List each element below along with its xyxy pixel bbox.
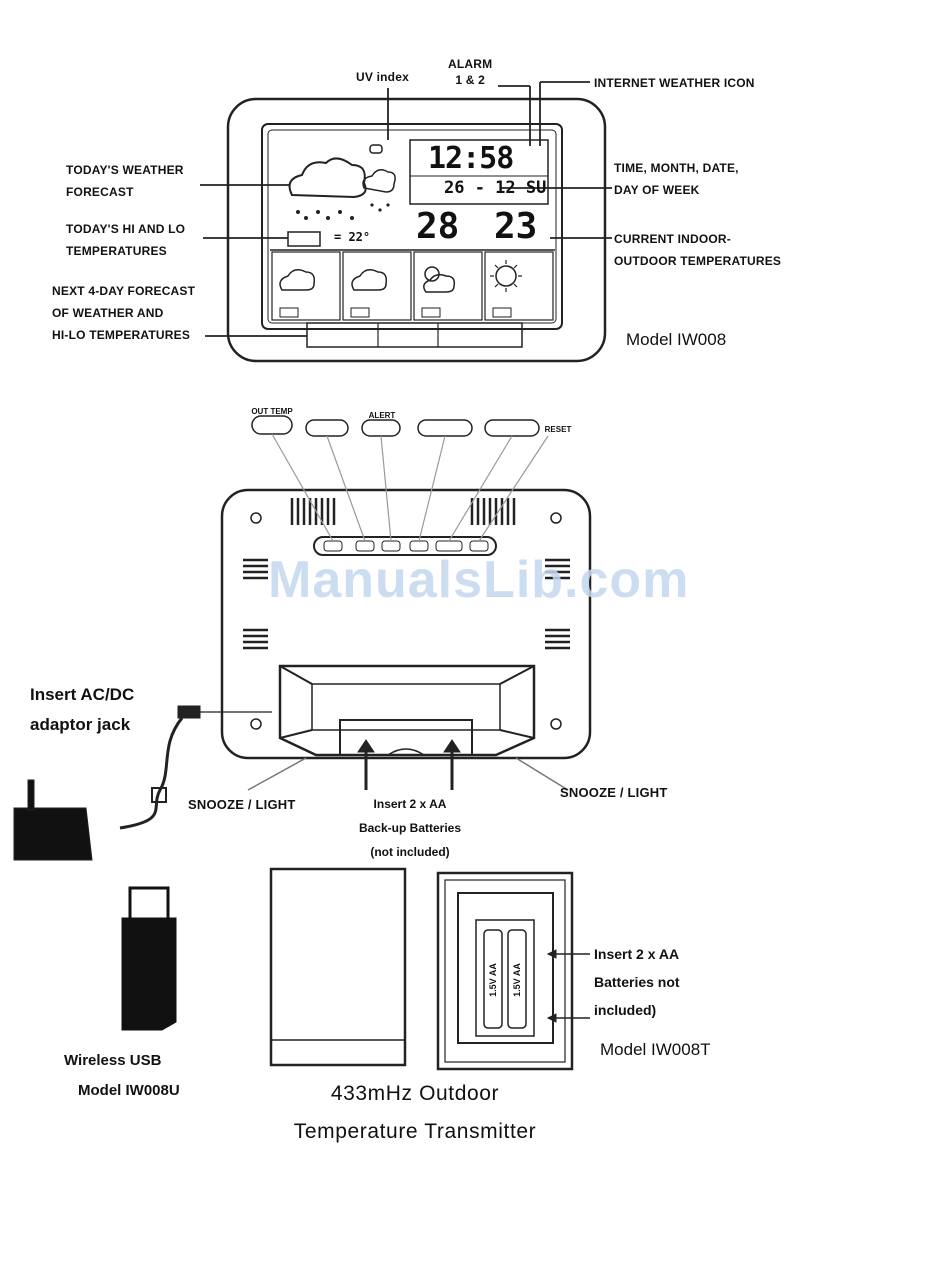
lcd-outdoor-temp: 23 xyxy=(494,206,538,247)
insert-jack-line-2: adaptor jack xyxy=(30,715,131,734)
time-date-line-2: DAY OF WEEK xyxy=(614,183,700,197)
weather-station-front xyxy=(226,97,607,363)
internet-icon-callout: INTERNET WEATHER ICON xyxy=(594,76,755,90)
battery-cell-1-label: 1.5V AA xyxy=(488,963,498,997)
hi-lo-line-2: TEMPERATURES xyxy=(66,244,167,258)
next-4day-line-2: OF WEATHER AND xyxy=(52,306,164,320)
backup-batteries-label: Insert 2 x AA Back-up Batteries (not inc… xyxy=(330,792,490,864)
indoor-outdoor-line-1: CURRENT INDOOR- xyxy=(614,232,731,246)
transmitter-model: Model IW008T xyxy=(600,1040,711,1059)
todays-forecast-line-1: TODAY'S WEATHER xyxy=(66,163,184,177)
adaptor-and-arrows xyxy=(13,705,569,861)
lcd-hi-lo: = 22° xyxy=(334,230,371,244)
todays-forecast-callout: TODAY'S WEATHER FORECAST xyxy=(66,159,184,203)
watermark: ManualsLib.com xyxy=(268,551,690,609)
backup-batteries-line-2: Back-up Batteries xyxy=(358,821,462,835)
next-4day-line-3: HI-LO TEMPERATURES xyxy=(52,328,191,342)
next-4day-line-1: NEXT 4-DAY FORECAST xyxy=(52,284,196,298)
indoor-outdoor-line-2: OUTDOOR TEMPERATURES xyxy=(614,254,782,268)
indoor-outdoor-callout: CURRENT INDOOR- OUTDOOR TEMPERATURES xyxy=(614,228,781,272)
usb-dongle-shape xyxy=(121,886,177,1031)
usb-label-line-2: Model IW008U xyxy=(78,1082,180,1099)
out-temp-button-label: OUT TEMP xyxy=(251,407,293,416)
backup-batteries-line-3: (not included) xyxy=(370,845,450,859)
insert-jack-label: Insert AC/DC adaptor jack xyxy=(30,680,134,740)
transmitter-shapes xyxy=(269,867,590,1071)
next-4day-callout: NEXT 4-DAY FORECAST OF WEATHER AND HI-LO… xyxy=(52,280,195,346)
transmitter-caption-line-1: 433mHz Outdoor xyxy=(330,1082,500,1105)
time-date-line-1: TIME, MONTH, DATE, xyxy=(614,161,739,175)
lcd-indoor-temp: 28 xyxy=(416,206,460,247)
usb-label-line-1: Wireless USB xyxy=(64,1052,162,1069)
todays-forecast-line-2: FORECAST xyxy=(66,185,134,199)
snooze-left-label: SNOOZE / LIGHT xyxy=(188,797,296,812)
hi-lo-callout: TODAY'S HI AND LO TEMPERATURES xyxy=(66,218,185,262)
alert-button-label: ALERT xyxy=(368,411,396,420)
reset-button-label: RESET xyxy=(544,425,572,434)
station-model: Model IW008 xyxy=(626,330,727,349)
battery-cell-2-label: 1.5V AA xyxy=(512,963,522,997)
transmitter-caption-line-2: Temperature Transmitter xyxy=(293,1120,537,1143)
station-back xyxy=(220,488,592,760)
snooze-right-label: SNOOZE / LIGHT xyxy=(560,785,668,800)
alarm-callout: ALARM 1 & 2 xyxy=(448,56,492,88)
back-button-callouts xyxy=(251,415,549,542)
transmitter-batteries-line-2: Batteries not xyxy=(594,974,680,990)
lcd-time: 12:58 xyxy=(428,141,514,176)
alarm-line-2: 1 & 2 xyxy=(455,73,485,87)
insert-jack-line-1: Insert AC/DC xyxy=(30,685,135,704)
lcd-date: 26 - 12 SU xyxy=(444,178,547,198)
time-date-callout: TIME, MONTH, DATE, DAY OF WEEK xyxy=(614,157,739,201)
transmitter-batteries-label: Insert 2 x AA Batteries not included) xyxy=(594,940,680,1024)
hi-lo-line-1: TODAY'S HI AND LO xyxy=(66,222,186,236)
backup-batteries-line-1: Insert 2 x AA xyxy=(373,797,447,811)
usb-label: Wireless USB Model IW008U xyxy=(64,1046,180,1106)
transmitter-batteries-line-3: included) xyxy=(594,1002,657,1018)
alarm-line-1: ALARM xyxy=(448,57,493,71)
station-callout-lines xyxy=(200,81,612,337)
transmitter-batteries-line-1: Insert 2 x AA xyxy=(594,946,680,962)
uv-index-callout: UV index xyxy=(356,70,409,84)
